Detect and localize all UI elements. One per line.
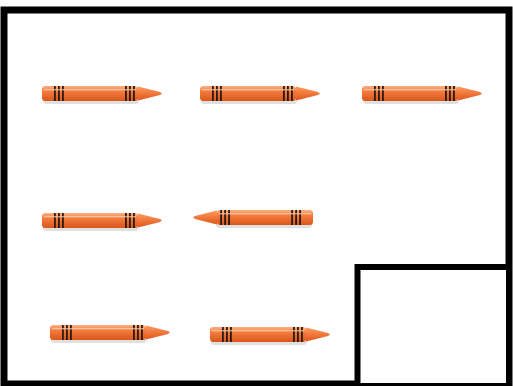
- corner-box: [358, 267, 510, 386]
